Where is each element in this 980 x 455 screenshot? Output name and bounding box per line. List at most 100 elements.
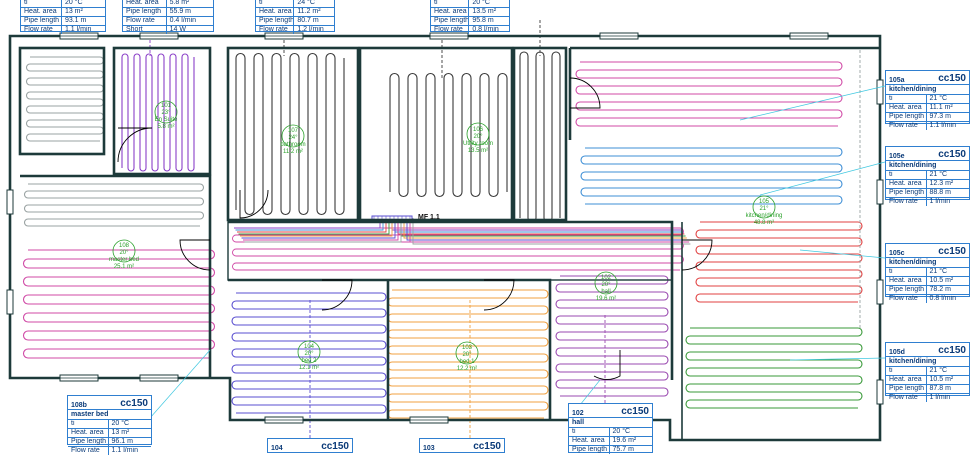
row-key: Pipe length — [886, 113, 927, 121]
row-key: Pipe length — [886, 286, 927, 294]
door-swing — [681, 239, 713, 271]
supply-pipe — [406, 218, 688, 241]
row-key: Flow rate — [123, 17, 167, 25]
heating-pipe-loops — [22, 20, 863, 438]
row-value: 21 °C — [929, 268, 948, 275]
window — [6, 189, 14, 215]
system-type: cc150 — [120, 398, 148, 409]
pipe-loop-108a — [25, 56, 105, 142]
row-value: 21 °C — [929, 171, 948, 178]
leader-line — [799, 249, 886, 259]
row-value: 1.2 l/min — [297, 26, 324, 33]
room-name: hall — [569, 418, 652, 428]
row-key: ti — [886, 171, 927, 179]
row-value: 88.8 m — [929, 189, 951, 196]
row-key: Flow rate — [431, 26, 470, 34]
system-type: cc150 — [938, 73, 966, 84]
pipe-loop-108c — [23, 183, 205, 227]
manifold-label: MF 1.1 — [418, 214, 440, 221]
table-header: 105c cc150 — [886, 244, 969, 258]
pipe-loop-hall — [232, 227, 684, 271]
row-key: Pipe length — [886, 189, 927, 197]
row-value: 1 l/min — [929, 394, 951, 401]
room-marker-circle — [154, 100, 178, 124]
row-key: Flow rate — [886, 295, 927, 303]
row-value: 0.8 l/min — [929, 295, 956, 302]
loop-id: 103 — [423, 445, 435, 452]
room-marker-circle — [281, 124, 305, 148]
supply-pipe — [403, 218, 687, 239]
row-value: 1 l/min — [929, 198, 951, 205]
door-swing — [569, 77, 601, 109]
row-value: 75.7 m — [612, 446, 634, 453]
row-value: 20 °C — [472, 0, 490, 6]
row-value: 93.1 m — [64, 17, 87, 24]
row-key: ti — [68, 420, 109, 428]
leader-line — [739, 85, 886, 121]
pipe-loop-108b — [22, 249, 216, 359]
leader-line — [759, 161, 886, 196]
row-value: 78.2 m — [929, 286, 951, 293]
row-value: 87.8 m — [929, 385, 951, 392]
wall-room-106b — [512, 46, 568, 222]
row-value: 0.4 l/min — [169, 17, 197, 24]
system-type: cc150 — [938, 345, 966, 356]
row-key: Flow rate — [68, 447, 109, 455]
row-key: ti — [21, 0, 62, 7]
pipe-loop-105d — [685, 327, 863, 409]
row-key: Heat. area — [886, 180, 927, 188]
room-marker-circle — [466, 122, 490, 146]
row-key: ti — [256, 0, 295, 7]
wall-room-107 — [226, 46, 360, 222]
system-type: cc150 — [938, 246, 966, 257]
row-value: 10.5 m² — [929, 376, 954, 383]
loop-id: 105c — [889, 250, 905, 257]
row-key: Pipe length — [68, 438, 109, 446]
row-value: 97.3 m — [929, 113, 951, 120]
row-value: 20 °C — [64, 0, 83, 6]
row-value: 11.1 m² — [929, 104, 953, 111]
row-value: 13.5 m² — [472, 8, 497, 15]
room-markers — [112, 100, 776, 365]
row-value: 21 °C — [929, 367, 948, 374]
row-key: ti — [431, 0, 470, 7]
row-key: Heat. area — [21, 8, 62, 16]
wall-room-108a — [18, 46, 106, 156]
row-value: 13 m² — [64, 8, 83, 15]
pipe-loop-101 — [121, 53, 195, 172]
door-swing — [239, 189, 269, 219]
loop-id: 105a — [889, 77, 905, 84]
